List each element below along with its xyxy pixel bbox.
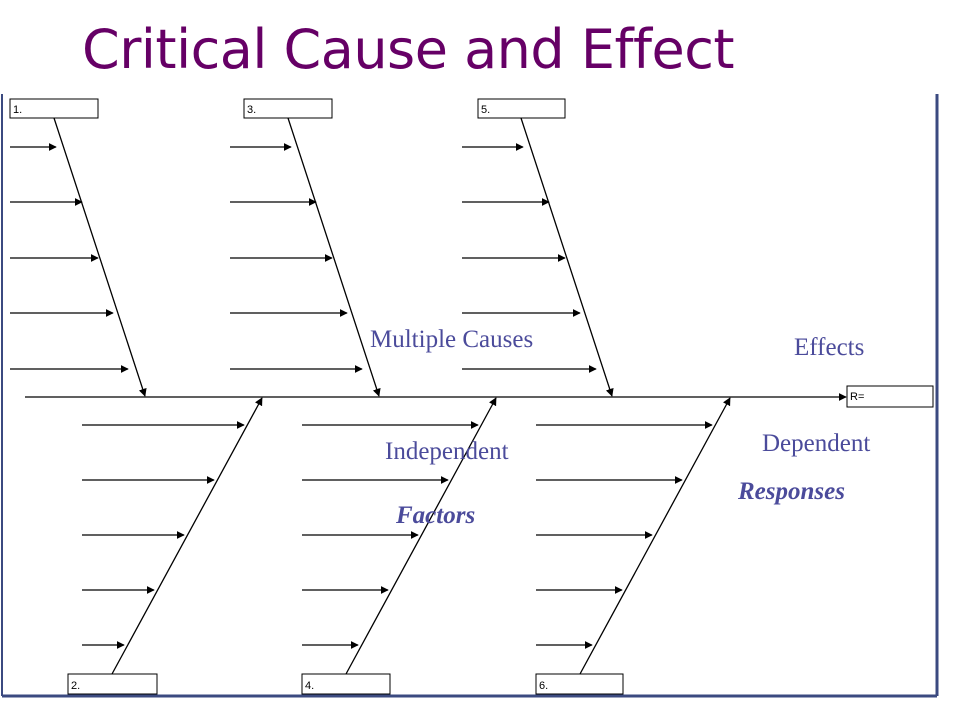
slide-frame <box>1 94 939 698</box>
response-box-label: R= <box>850 391 864 403</box>
branch-arrow-2 <box>111 397 263 675</box>
category-box-5: 5. <box>477 98 566 119</box>
response-box: R= <box>846 385 934 408</box>
dependent-label: Dependent <box>762 430 870 457</box>
sub-cause-arrows-5 <box>462 143 597 373</box>
slide-title: Critical Cause and Effect <box>82 18 735 81</box>
branch-arrow-4 <box>345 397 497 675</box>
branch-arrow-3 <box>287 117 381 397</box>
category-box-3-label: 3. <box>247 104 256 116</box>
independent-label: Independent <box>385 438 509 465</box>
sub-cause-arrows-4 <box>302 421 479 649</box>
category-box-2: 2. <box>67 673 158 695</box>
category-box-5-label: 5. <box>481 104 490 116</box>
responses-label: Responses <box>737 478 845 505</box>
category-box-1: 1. <box>9 98 99 119</box>
sub-cause-arrows-2 <box>82 421 245 649</box>
effects-label: Effects <box>794 334 864 361</box>
branch-arrow-5 <box>520 117 614 397</box>
category-box-6: 6. <box>535 673 624 695</box>
multiple-causes-label: Multiple Causes <box>370 326 533 353</box>
category-box-4-label: 4. <box>305 680 314 692</box>
sub-cause-arrows-3 <box>230 143 363 373</box>
sub-cause-arrows-1 <box>10 143 129 373</box>
branch-arrow-6 <box>579 397 731 675</box>
category-box-2-label: 2. <box>71 680 80 692</box>
category-box-3: 3. <box>243 98 333 119</box>
category-box-6-label: 6. <box>539 680 548 692</box>
category-box-1-label: 1. <box>13 104 22 116</box>
branch-arrow-1 <box>53 117 147 397</box>
factors-label: Factors <box>395 502 475 529</box>
category-box-4: 4. <box>301 673 391 695</box>
sub-cause-arrows-6 <box>536 421 713 649</box>
